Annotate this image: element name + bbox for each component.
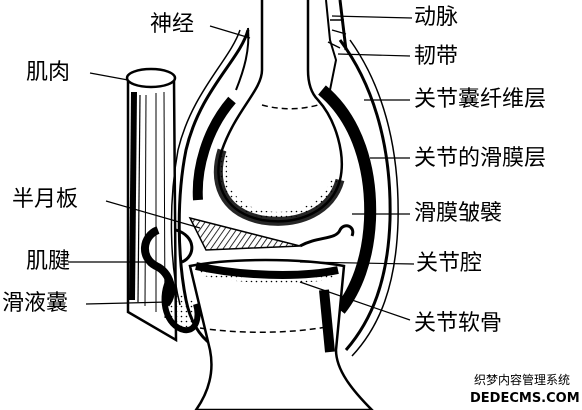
label-joint-cavity: 关节腔 (416, 251, 483, 276)
label-artery: 动脉 (414, 5, 459, 30)
label-nerve: 神经 (150, 12, 195, 37)
meniscus-shape (188, 216, 301, 251)
lower-bone-shape (188, 258, 374, 410)
watermark-line2: DEDECMS.COM (470, 391, 580, 406)
synovial-fold-shape (299, 224, 355, 248)
label-synovial-membrane: 关节的滑膜层 (414, 146, 547, 171)
label-ligament: 韧带 (414, 44, 459, 69)
upper-bone-shape (213, 0, 345, 226)
tendon-bursa-shape (141, 226, 201, 334)
nerve-shape (235, 27, 250, 91)
label-fibrous-capsule: 关节囊纤维层 (414, 87, 547, 112)
label-synovial-fold: 滑膜皱襞 (414, 201, 503, 226)
label-articular-cartilage: 关节软骨 (414, 311, 503, 336)
watermark-line1: 织梦内容管理系统 (474, 373, 571, 387)
leader-lines (68, 15, 415, 321)
label-tendon: 肌腱 (26, 249, 71, 274)
label-muscle: 肌肉 (26, 60, 71, 85)
label-meniscus: 半月板 (12, 187, 79, 212)
label-bursa: 滑液囊 (2, 291, 69, 316)
artery-shape (325, 0, 348, 91)
